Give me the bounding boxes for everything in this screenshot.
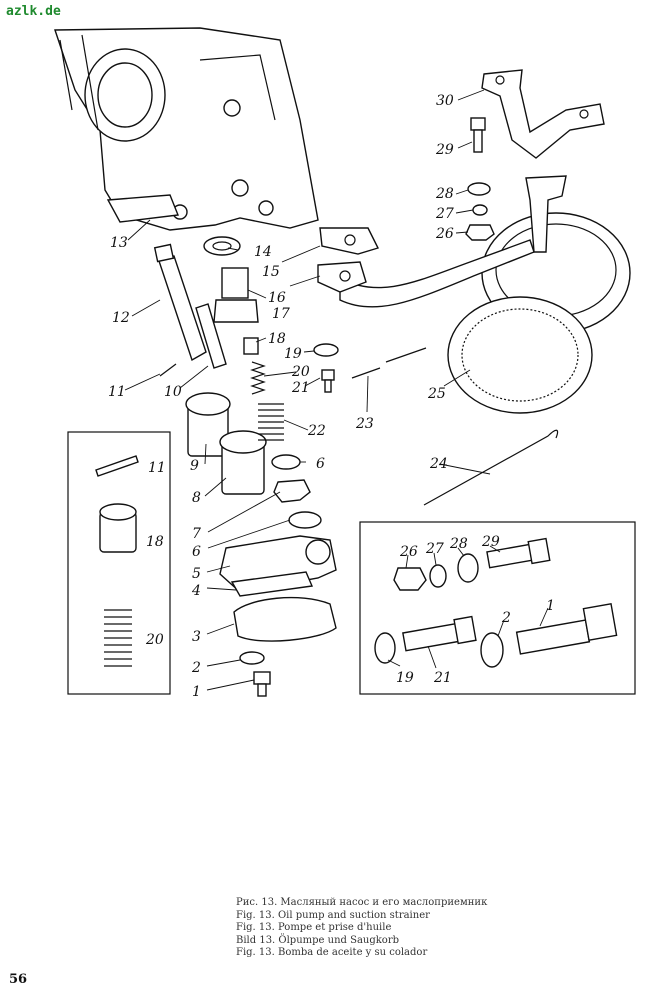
callout-13: 13: [110, 235, 128, 251]
washer-2: [239, 651, 265, 665]
gasket-15: [319, 227, 379, 255]
inset-washer-19: [374, 632, 396, 664]
figure-caption: Рис. 13. Масляный насос и его маслоприем…: [236, 897, 487, 960]
callout-22: 22: [307, 423, 326, 439]
bolt-1: [253, 671, 271, 697]
spring-20: [250, 361, 266, 395]
callout-26: 26: [435, 226, 454, 242]
cover-3: [233, 596, 337, 642]
inset-bolt-21: [402, 615, 477, 652]
cotter-11: [159, 363, 177, 377]
pin-23: [351, 347, 427, 379]
inset-cotter-11: [95, 455, 139, 477]
washer-27: [472, 204, 488, 216]
inset-washer-2: [480, 632, 504, 668]
inset-callout-1: 1: [546, 598, 555, 614]
callout-8: 8: [192, 490, 201, 506]
pin-10: [195, 303, 227, 369]
callout-15: 15: [262, 264, 280, 280]
inset-callout-28: 28: [449, 536, 468, 552]
bolt-21: [321, 369, 335, 393]
callout-3: 3: [192, 629, 201, 645]
callout-9: 9: [190, 458, 199, 474]
inset-washer-27: [429, 564, 447, 588]
callout-24: 24: [429, 456, 448, 472]
bracket-30: [481, 69, 605, 159]
callout-19: 19: [284, 346, 302, 362]
caption-line-de: Bild 13. Ölpumpe und Saugkorb: [236, 934, 400, 946]
callout-6a: 6: [316, 456, 325, 472]
callout-2: 2: [191, 660, 201, 676]
callout-7: 7: [192, 526, 201, 542]
caption-line-fr: Fig. 13. Pompe et prise d'huile: [236, 922, 392, 933]
inset-right-frame: [359, 521, 636, 695]
callout-20: 20: [291, 364, 310, 380]
inset-callout-26: 26: [399, 544, 418, 560]
page-number: 56: [9, 972, 28, 987]
rod-24: [423, 429, 559, 506]
plunger-18: [243, 337, 259, 355]
valve-16: [213, 267, 259, 323]
washer-6b: [288, 511, 322, 529]
inset-spring-20: [104, 609, 132, 667]
watermark: azlk.de: [6, 4, 61, 19]
inset-bolt-1: [515, 603, 618, 655]
callout-25: 25: [427, 386, 446, 402]
inset-callout-20: 20: [145, 632, 164, 648]
washer-19: [313, 343, 339, 357]
callout-17: 17: [272, 306, 290, 322]
washer-6a: [271, 454, 301, 470]
gasket-4: [230, 571, 314, 597]
inset-callout-18: 18: [146, 534, 164, 550]
nut-7: [273, 479, 311, 503]
callout-1: 1: [192, 684, 201, 700]
callout-30: 30: [436, 93, 454, 109]
callout-11: 11: [108, 384, 126, 400]
callout-6b: 6: [192, 544, 201, 560]
washer-28: [467, 182, 491, 196]
caption-line-ru: Рис. 13. Масляный насос и его маслоприем…: [236, 897, 488, 908]
inset-bolt-29: [486, 537, 551, 569]
callout-18: 18: [268, 331, 286, 347]
washer-14: [203, 236, 241, 256]
inset-callout-2: 2: [501, 610, 511, 626]
callout-4: 4: [191, 583, 201, 599]
nut-26: [465, 224, 495, 241]
inset-nut-26: [393, 567, 427, 591]
inset-callout-27: 27: [425, 541, 444, 557]
caption-line-en: Fig. 13. Oil pump and suction strainer: [236, 909, 430, 921]
inset-callout-11: 11: [148, 460, 166, 476]
callout-16: 16: [268, 290, 286, 306]
strainer-assembly: [339, 175, 631, 414]
bolt-29: [470, 117, 486, 153]
inset-callout-29: 29: [481, 534, 500, 550]
caption-line-es: Fig. 13. Bomba de aceite y su colador: [236, 947, 428, 958]
callout-14: 14: [254, 244, 272, 260]
inset-left-frame: [67, 431, 171, 695]
inset-callout-19: 19: [396, 670, 414, 686]
callout-21: 21: [291, 380, 310, 396]
callout-28: 28: [435, 186, 454, 202]
flange-17: [317, 261, 367, 293]
spring-22: [258, 403, 284, 441]
inset-plunger-18: [99, 503, 137, 553]
callout-5: 5: [192, 566, 201, 582]
callout-29: 29: [435, 142, 454, 158]
callout-10: 10: [164, 384, 182, 400]
gear-8: [219, 430, 267, 495]
leader-lines: [124, 89, 549, 691]
gear-9: [185, 392, 231, 457]
callout-12: 12: [112, 310, 130, 326]
engine-block-drawing: [54, 27, 319, 231]
inset-washer-28: [457, 553, 479, 583]
inset-callout-21: 21: [433, 670, 452, 686]
callout-27: 27: [435, 206, 454, 222]
callout-23: 23: [355, 416, 374, 432]
